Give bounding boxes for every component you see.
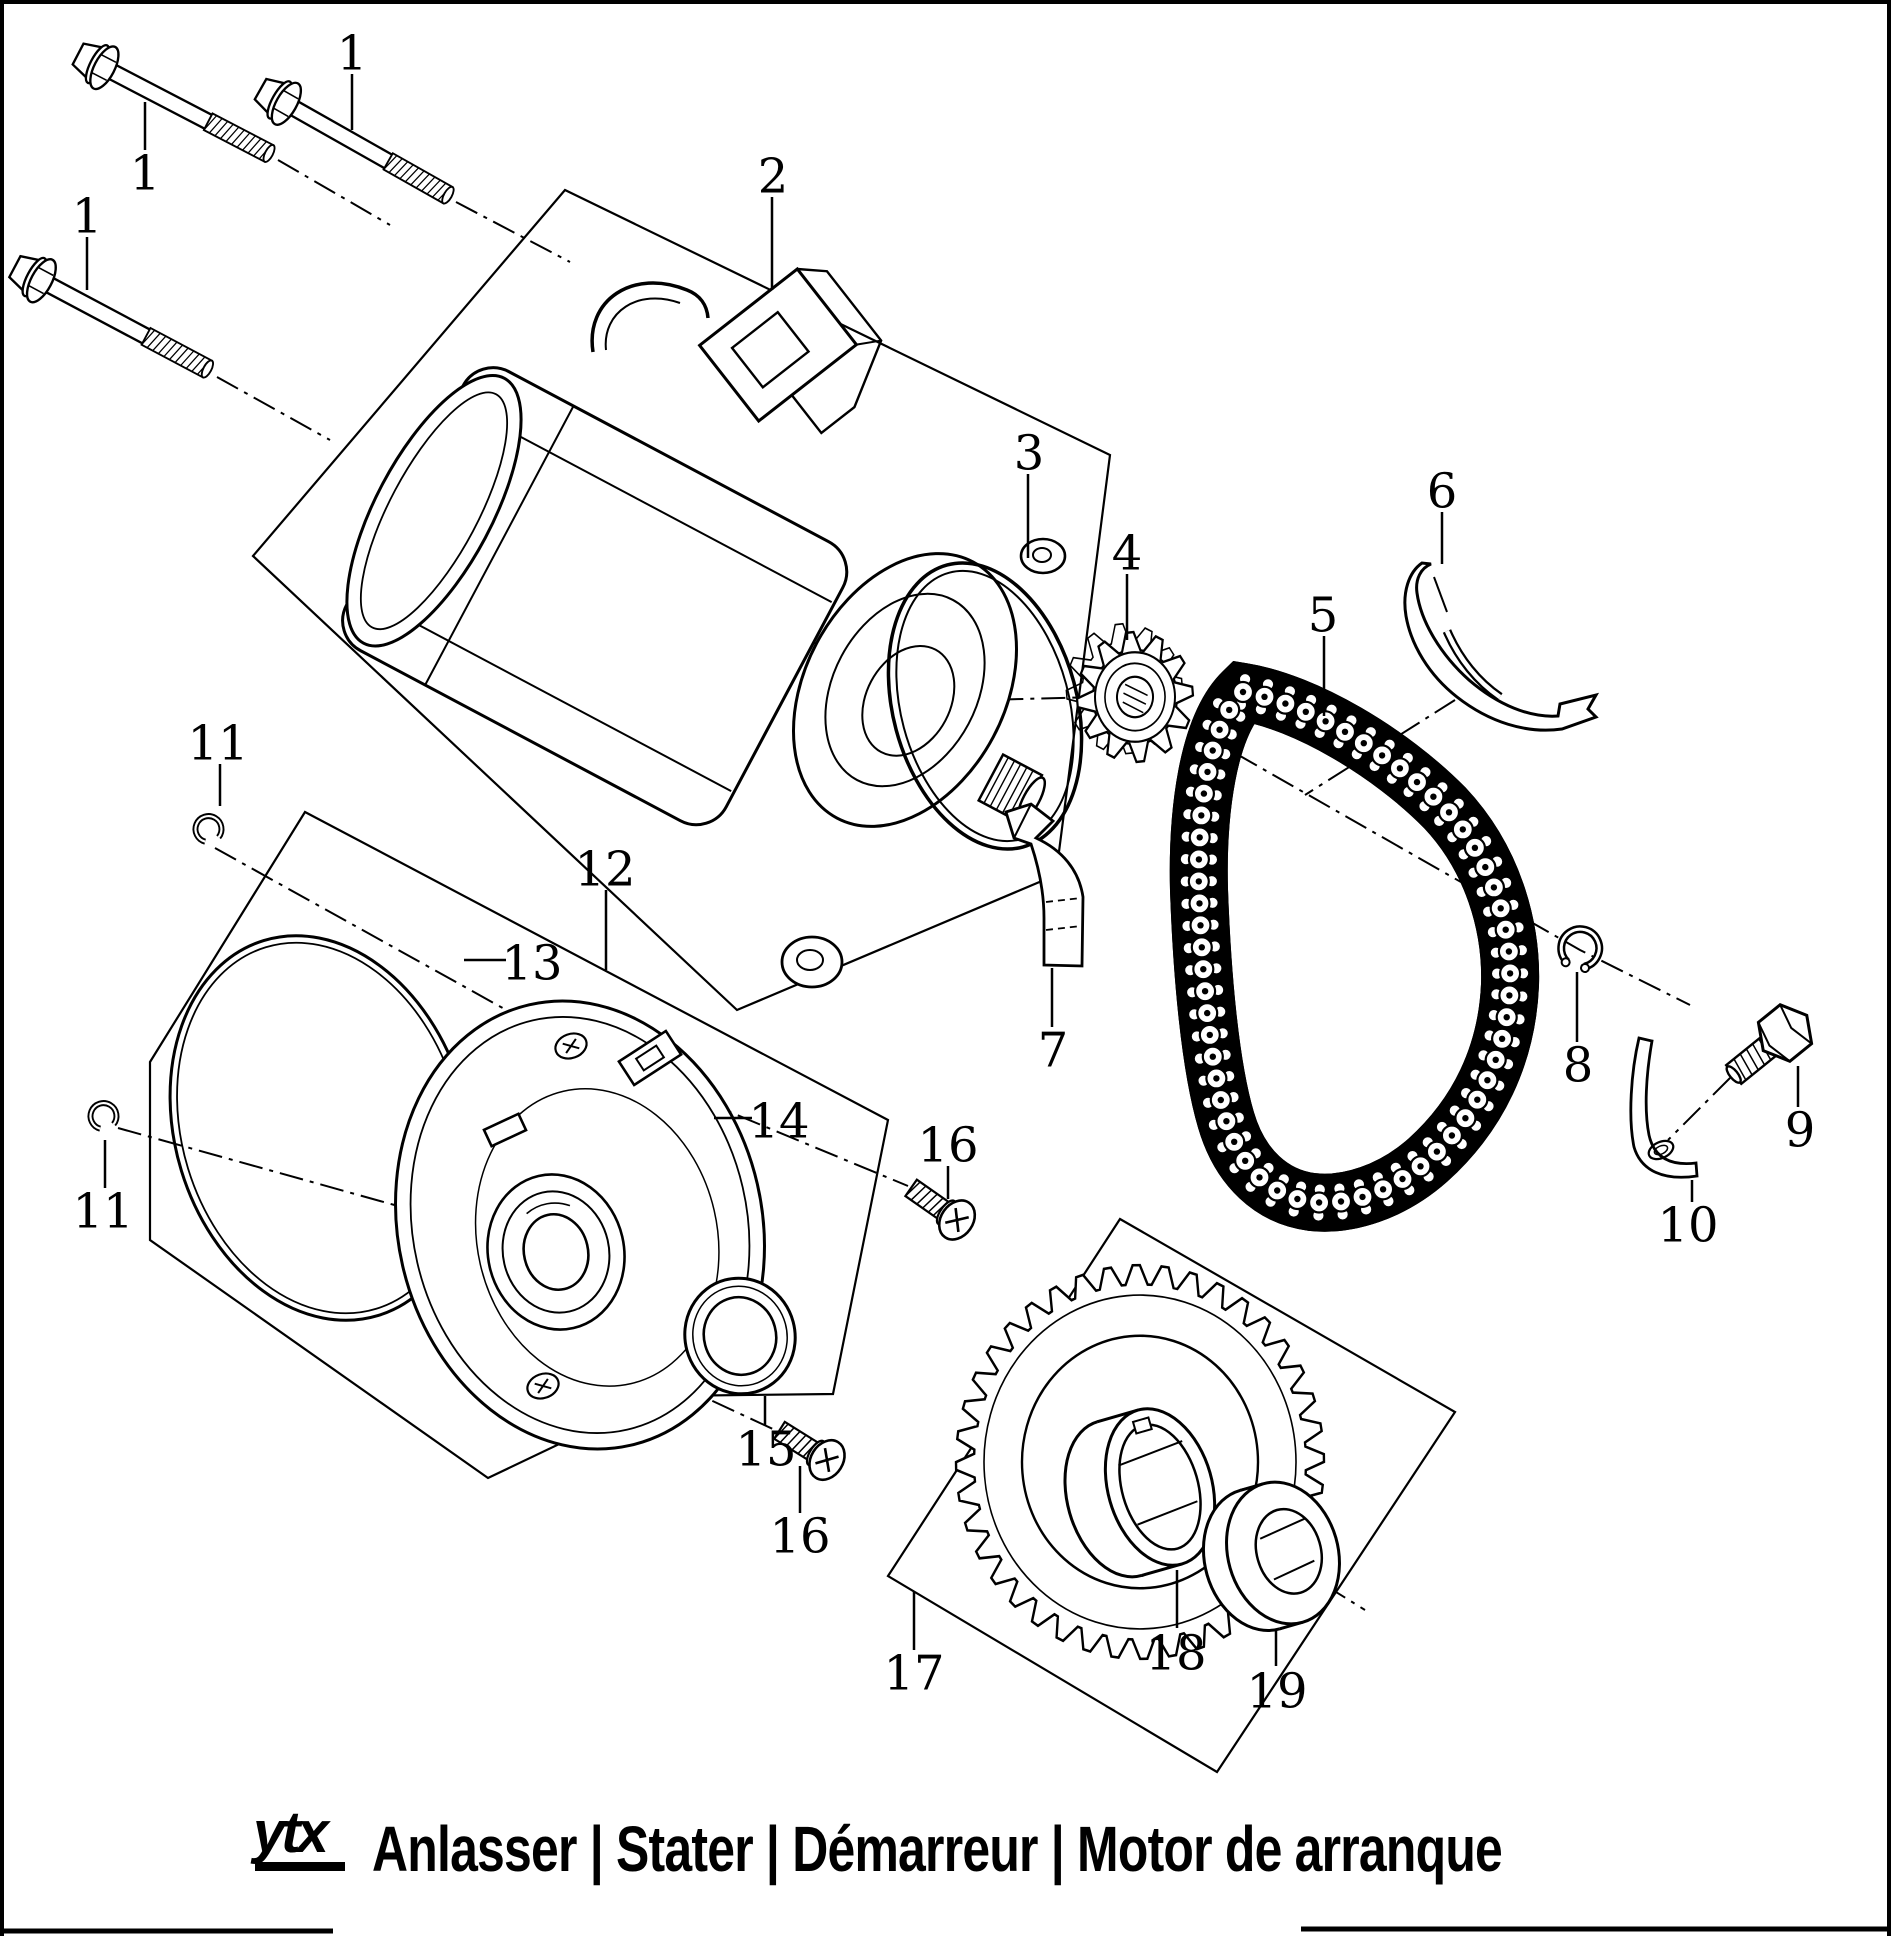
callout-label-16: 16	[769, 1508, 830, 1564]
callout-label-1: 1	[72, 188, 103, 244]
callout-label-7: 7	[1038, 1022, 1069, 1078]
callout-label-4: 4	[1112, 525, 1143, 581]
callout-label-18: 18	[1145, 1625, 1206, 1681]
callout-label-14: 14	[748, 1093, 809, 1149]
brand-logo: ytx	[253, 1800, 329, 1865]
motor-terminal	[697, 266, 883, 435]
circlip-bottom	[87, 1100, 120, 1132]
mount-bolt-1	[66, 32, 285, 178]
mount-bolt-3	[2, 244, 224, 393]
sprocket-hub	[1063, 1407, 1217, 1579]
callout-label-3: 3	[1014, 425, 1045, 481]
cover-hub	[486, 1173, 626, 1331]
callout-label-10: 10	[1657, 1197, 1718, 1253]
callout-label-13: 13	[501, 935, 562, 991]
brand-logo-underline	[255, 1862, 345, 1871]
motor-wire-loop	[590, 281, 710, 353]
callout-label-16: 16	[917, 1117, 978, 1173]
callout-label-1: 1	[337, 25, 368, 81]
callout-label-11: 11	[72, 1183, 133, 1239]
timing-chain	[1180, 661, 1529, 1221]
cover-screw-boss-bottom	[526, 1372, 560, 1400]
motor-front-housing	[792, 552, 1018, 828]
circlip-chain	[1557, 925, 1604, 973]
mount-bolt-2	[247, 67, 465, 219]
callout-label-2: 2	[758, 148, 789, 204]
circlip-top	[192, 813, 225, 845]
cover-tab	[482, 1112, 528, 1148]
callout-label-11: 11	[187, 715, 248, 771]
cover-screw-right	[897, 1169, 984, 1248]
callout-label-19: 19	[1246, 1663, 1307, 1719]
stopper-bracket	[1004, 802, 1085, 968]
callout-label-12: 12	[574, 841, 635, 897]
chain-guide	[1403, 561, 1600, 732]
page-title: Anlasser | Stater | Démarreur | Motor de…	[372, 1813, 1503, 1885]
starter-motor	[341, 266, 1067, 989]
callout-label-17: 17	[883, 1645, 944, 1701]
cover-screw-boss-top	[554, 1032, 588, 1060]
callout-label-6: 6	[1427, 463, 1458, 519]
bushing	[1201, 1480, 1341, 1632]
callout-label-9: 9	[1785, 1102, 1816, 1158]
motor-lug-lower	[780, 935, 844, 989]
motor-lug-upper	[1019, 537, 1067, 575]
pivot-bolt	[1713, 994, 1824, 1098]
callout-label-8: 8	[1563, 1037, 1594, 1093]
oil-seal	[683, 1276, 797, 1396]
callout-label-15: 15	[735, 1421, 796, 1477]
callout-label-1: 1	[130, 145, 161, 201]
motor-box	[251, 188, 1112, 1012]
strap-plate	[1629, 1036, 1699, 1179]
callout-label-5: 5	[1308, 587, 1339, 643]
cover-latch-slot	[617, 1029, 683, 1087]
cover-plate	[394, 999, 766, 1451]
drive-sprocket	[1065, 622, 1195, 764]
